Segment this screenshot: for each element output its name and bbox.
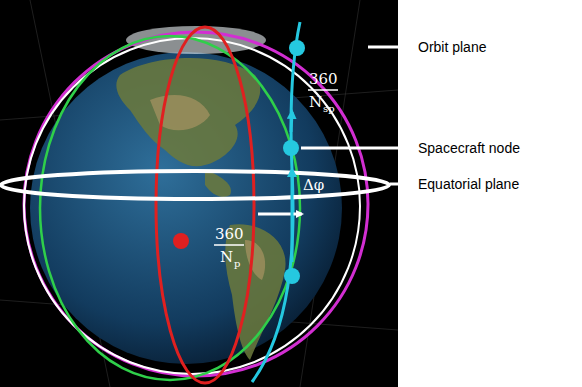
orbit-ring bbox=[252, 22, 300, 382]
part-label: Equatorial plane bbox=[418, 177, 519, 191]
fraction-numerator: 360 bbox=[215, 227, 244, 242]
orbit-ring bbox=[156, 27, 254, 383]
arrow bbox=[291, 170, 294, 262]
part-label: Spacecraft node bbox=[418, 141, 520, 155]
space-background bbox=[0, 0, 398, 387]
angle-label: Δφ bbox=[303, 178, 324, 193]
fraction-bar bbox=[308, 89, 338, 91]
fraction-bar bbox=[214, 244, 244, 246]
arrow bbox=[258, 213, 302, 216]
spacecraft-node bbox=[283, 140, 299, 156]
part-label: Orbit plane bbox=[418, 40, 486, 54]
fraction-denominator: N bbox=[309, 95, 322, 110]
arrow bbox=[291, 112, 292, 132]
subscript: p bbox=[234, 259, 240, 269]
spacecraft-node bbox=[284, 268, 300, 284]
leader-line bbox=[390, 183, 410, 186]
earth-globe bbox=[30, 52, 342, 364]
equatorial-plane bbox=[1, 171, 389, 199]
spacecraft-node bbox=[289, 40, 305, 56]
subscript: sp bbox=[323, 104, 335, 114]
fraction-denominator: N bbox=[220, 250, 233, 265]
leader-line bbox=[368, 46, 410, 49]
plane-node bbox=[173, 233, 189, 249]
fraction-numerator: 360 bbox=[309, 72, 338, 87]
leader-line bbox=[301, 147, 410, 150]
